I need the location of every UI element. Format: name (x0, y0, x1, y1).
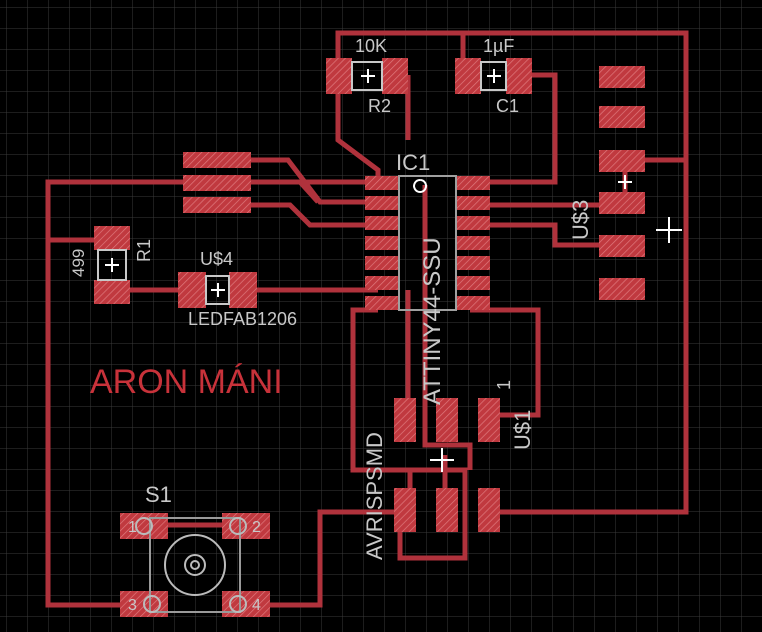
ic1-pin-6 (365, 276, 399, 290)
c1-outline (480, 61, 507, 91)
u4-outline (205, 275, 230, 305)
u3-pad-5 (599, 235, 645, 257)
trace-ic-down (422, 185, 473, 470)
u4-origin-cross (211, 283, 225, 297)
trace-top-frame (335, 30, 689, 515)
ic1-pin-11 (456, 236, 490, 250)
c1-pad-left (455, 58, 481, 94)
ic1-pin-10 (456, 256, 490, 270)
r2-pad-right (382, 58, 408, 94)
silkscreen (97, 61, 682, 613)
u1-pad-3 (478, 398, 500, 442)
ic1-pin-3 (365, 216, 399, 230)
r2-value-label: 10K (355, 36, 387, 56)
c1-name-label: C1 (496, 96, 519, 116)
u3-pad-3 (599, 150, 645, 172)
u4-name-label: U$4 (200, 249, 233, 269)
ic1-pin-1 (365, 176, 399, 190)
s1-name-label: S1 (145, 482, 172, 507)
conn-pad-1 (183, 152, 251, 168)
s1-button (164, 534, 226, 596)
u3-name-label: U$3 (568, 200, 593, 240)
u1-pad-2 (436, 398, 458, 442)
trace-conn-3 (250, 202, 378, 228)
s1-pin3-ring (143, 595, 161, 613)
u1-name-label: U$1 (510, 410, 535, 450)
conn-pad-2 (183, 175, 251, 191)
avr-pad-1 (394, 488, 416, 532)
ic1-pin-5 (365, 256, 399, 270)
s1-pin4-label: 4 (252, 597, 261, 614)
avr-pad-3 (478, 488, 500, 532)
u4-part-label: LEDFAB1206 (188, 309, 297, 329)
c1-pad-right (506, 58, 532, 94)
u3-pad-1 (599, 66, 645, 88)
ic1-part-label: ATTINY44-SSU (419, 237, 446, 405)
labels: 10K R2 1µF C1 IC1 ATTINY44-SSU U$3 499 R… (69, 36, 593, 614)
r2-pad-left (326, 58, 352, 94)
r2-name-label: R2 (368, 96, 391, 116)
ic1-pin-14 (456, 176, 490, 190)
u4-pad-left (178, 272, 206, 308)
conn-pad-3 (183, 197, 251, 213)
trace-ic-u1 (470, 307, 541, 418)
s1-button-core (190, 560, 200, 570)
trace-c1-right (470, 72, 558, 185)
ic1-pin-13 (456, 196, 490, 210)
s1-pin1-label: 1 (128, 519, 137, 536)
u3-pad-6 (599, 278, 645, 300)
s1-pin4-ring (229, 595, 247, 613)
ic1-outline (398, 175, 457, 311)
ic1-pin-2 (365, 196, 399, 210)
ic1-pin-9 (456, 276, 490, 290)
ic1-pin-8 (456, 296, 490, 310)
r1-pad-top (94, 226, 130, 250)
ic1-pin-4 (365, 236, 399, 250)
r2-outline (351, 61, 383, 91)
r1-origin-cross (105, 258, 119, 272)
u1-pad-1 (394, 398, 416, 442)
s1-pin3-label: 3 (128, 597, 137, 614)
ic1-pin-7 (365, 296, 399, 310)
s1-pin1-ring (135, 517, 153, 535)
ic1-origin-mark (413, 179, 428, 193)
r1-outline (97, 249, 127, 281)
u3-pad-4 (599, 192, 645, 214)
u4-pad-right (229, 272, 257, 308)
trace-header-3 (470, 222, 622, 248)
u3-origin-cross (618, 175, 632, 189)
trace-switch-right (245, 509, 400, 608)
avr-part-label: AVRISPSMD (362, 432, 387, 560)
ic1-pin-12 (456, 216, 490, 230)
board-name-label: ARON MÁNI (90, 363, 283, 401)
trace-avr-loop (397, 467, 468, 561)
r1-value-label: 499 (69, 249, 88, 277)
avr-origin-cross (430, 448, 454, 472)
c1-origin-cross (487, 69, 501, 83)
r1-pad-bottom (94, 280, 130, 304)
u1-pin-label: 1 (494, 380, 514, 390)
s1-pin2-ring (229, 517, 247, 535)
c1-value-label: 1µF (483, 36, 514, 56)
u3-pad-2 (599, 106, 645, 128)
ic1-name-label: IC1 (396, 150, 430, 175)
s1-pin2-label: 2 (252, 519, 261, 536)
r2-origin-cross (361, 69, 375, 83)
s1-button-inner (184, 554, 206, 576)
r1-name-label: R1 (134, 239, 154, 262)
avr-pad-2 (436, 488, 458, 532)
cursor-cross[interactable] (656, 217, 682, 243)
s1-body (149, 517, 241, 613)
